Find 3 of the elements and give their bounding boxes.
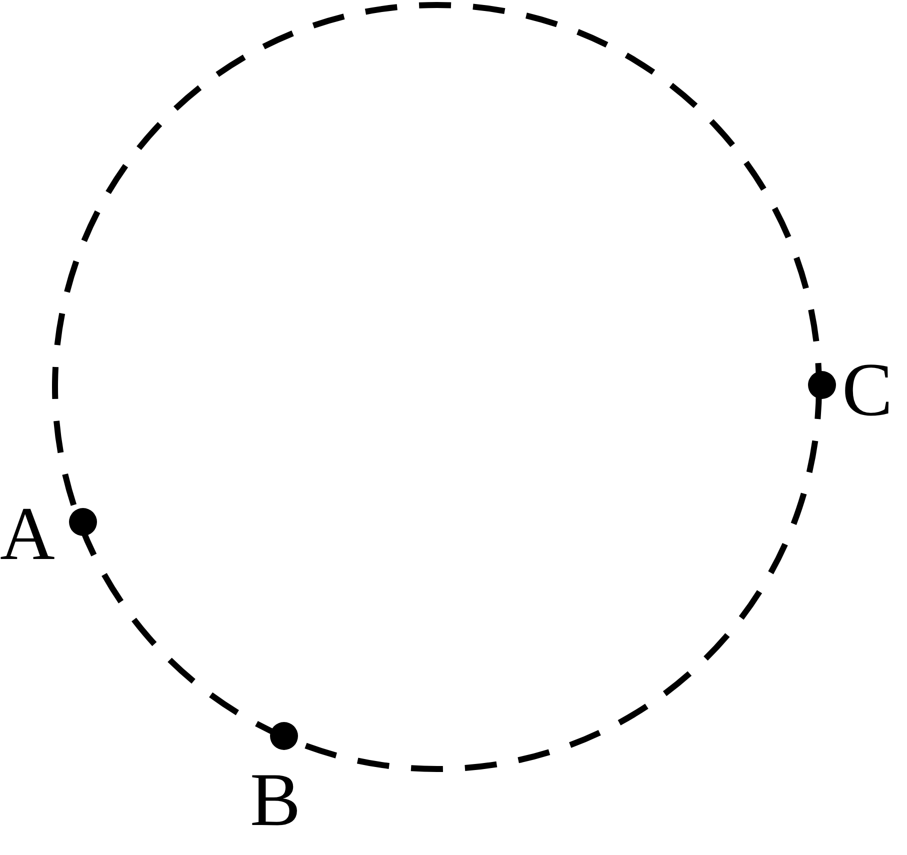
point-label: A <box>0 496 55 572</box>
point-label: B <box>250 762 301 838</box>
point-label: C <box>842 352 893 428</box>
